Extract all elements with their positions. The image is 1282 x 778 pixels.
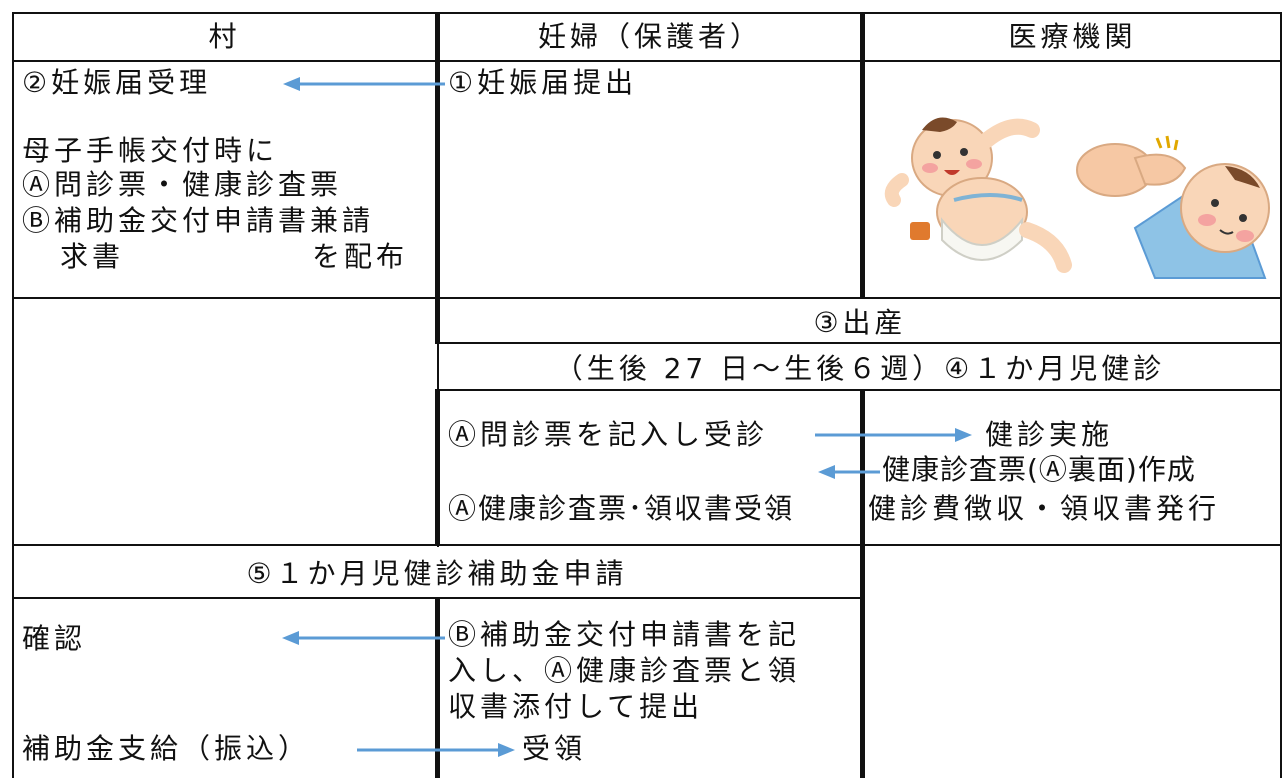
checkup-title: （生後 27 日～生後６週）④１か月児健診 (554, 351, 1166, 385)
medical-exec: 健診実施 (985, 418, 1114, 451)
medical-create: 健康診査票(Ⓐ裏面)作成 (882, 453, 1196, 486)
arrow-apply-to-confirm-head (282, 631, 299, 645)
baby-measuring-icon (884, 117, 1072, 273)
border-left (12, 12, 14, 778)
header-medical: 医療機関 (1008, 20, 1137, 53)
village-note-3: Ⓑ補助金交付申請書兼請 (22, 204, 375, 237)
subsidy-title: ⑤１か月児健診補助金申請 (246, 556, 628, 590)
thin-left-divider (437, 297, 439, 547)
header-divider (12, 60, 1282, 62)
pregnant-apply-1: Ⓑ補助金交付申請書を記 (448, 618, 801, 651)
village-note-4a: 求書 (60, 240, 125, 273)
thick-column-divider-e (860, 12, 865, 299)
row2-divider (12, 544, 1282, 546)
thick-column-divider-f (860, 389, 865, 778)
arrow-visit-to-exec-head (955, 428, 972, 442)
village-pay: 補助金支給（振込） (22, 732, 311, 765)
medical-fee: 健診費徴収・領収書発行 (868, 492, 1221, 525)
birth-divider (437, 342, 1282, 344)
pregnant-apply-3: 収書添付して提出 (448, 690, 704, 723)
border-right (1280, 12, 1282, 778)
arrow-submit-to-receipt-head (283, 77, 300, 91)
header-village: 村 (208, 20, 241, 53)
header-pregnant: 妊婦（保護者） (537, 20, 762, 53)
village-receipt: ②妊娠届受理 (22, 66, 212, 99)
baby-fist-icon (1076, 135, 1270, 279)
thick-column-divider-a (435, 12, 440, 299)
birth-label: ③出産 (813, 305, 907, 339)
pregnant-apply-2: 入し、Ⓐ健康診査票と領 (448, 654, 801, 687)
village-confirm: 確認 (22, 622, 87, 655)
village-note-4b: を配布 (312, 240, 409, 273)
pregnant-accept: 受領 (522, 732, 587, 765)
checkup-divider (437, 389, 1282, 391)
pregnant-submit: ①妊娠届提出 (448, 66, 638, 99)
row1-divider (12, 297, 1282, 299)
border-top (12, 12, 1282, 14)
arrow-create-to-receive-head (818, 465, 835, 479)
village-note-2: Ⓐ問診票・健康診査票 (22, 168, 343, 201)
thick-column-divider-d (435, 597, 440, 778)
arrow-pay-to-accept-head (498, 743, 515, 757)
village-note-1: 母子手帳交付時に (22, 134, 279, 167)
pregnant-receive: Ⓐ健康診査票･領収書受領 (448, 492, 795, 525)
pregnant-visit: Ⓐ問診票を記入し受診 (448, 418, 769, 451)
